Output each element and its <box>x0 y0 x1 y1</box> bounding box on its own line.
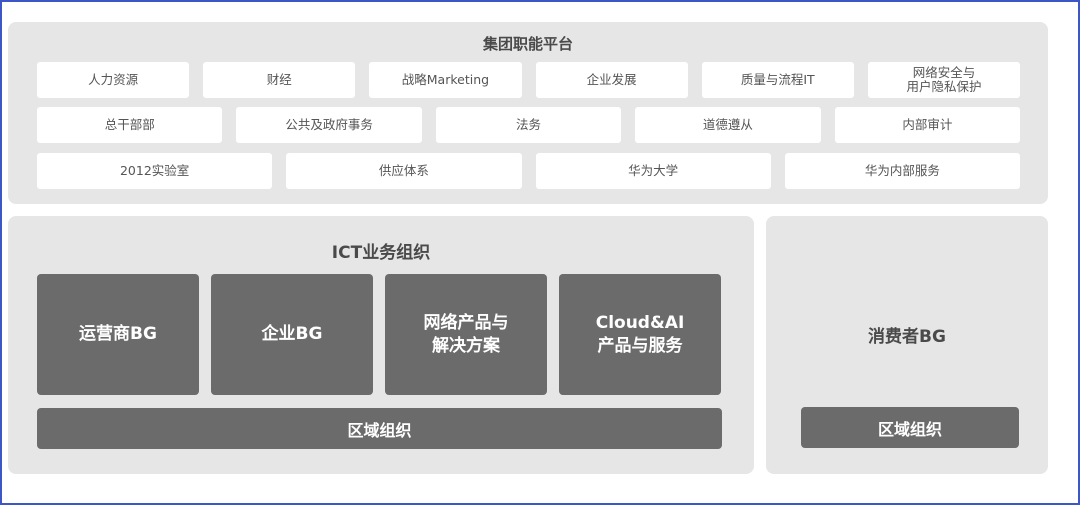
platform-cell: 质量与流程IT <box>701 62 854 98</box>
platform-title: 集团职能平台 <box>482 35 573 53</box>
platform-row-2: 总干部部 公共及政府事务 法务 道德遵从 内部审计 <box>37 107 1021 143</box>
platform-cell: 华为内部服务 <box>784 153 1020 189</box>
platform-cell: 战略Marketing <box>369 62 522 98</box>
consumer-region-bar: 区域组织 <box>801 407 1019 448</box>
platform-cell: 供应体系 <box>286 153 522 189</box>
consumer-title: 消费者BG <box>868 327 946 347</box>
bg-box-cloud-ai: Cloud&AI 产品与服务 <box>559 274 721 395</box>
platform-cell: 2012实验室 <box>37 153 273 189</box>
group-functional-platform-panel: 集团职能平台 人力资源 财经 战略Marketing 企业发展 质量与流程IT … <box>8 22 1048 204</box>
platform-cell: 企业发展 <box>535 62 688 98</box>
platform-cell: 内部审计 <box>834 107 1021 143</box>
platform-row-3: 2012实验室 供应体系 华为大学 华为内部服务 <box>37 153 1020 189</box>
platform-cell: 华为大学 <box>535 153 771 189</box>
platform-cell: 法务 <box>435 107 622 143</box>
ict-business-organization-panel: ICT业务组织 运营商BG 企业BG 网络产品与 解决方案 Cloud&AI 产… <box>8 216 754 474</box>
platform-cell: 总干部部 <box>37 107 223 143</box>
ict-region-bar: 区域组织 <box>37 408 722 449</box>
bg-box-network-products: 网络产品与 解决方案 <box>385 274 547 395</box>
platform-cell: 网络安全与 用户隐私保护 <box>867 62 1021 98</box>
platform-cell: 人力资源 <box>37 62 190 98</box>
bg-box-enterprise: 企业BG <box>211 274 373 395</box>
platform-cell: 道德遵从 <box>635 107 821 143</box>
consumer-bg-panel: 消费者BG 区域组织 <box>766 216 1048 474</box>
bg-box-carrier: 运营商BG <box>37 274 199 395</box>
platform-cell: 公共及政府事务 <box>236 107 422 143</box>
platform-row-1: 人力资源 财经 战略Marketing 企业发展 质量与流程IT 网络安全与 用… <box>37 62 1021 98</box>
platform-cell: 财经 <box>203 62 356 98</box>
ict-bg-row: 运营商BG 企业BG 网络产品与 解决方案 Cloud&AI 产品与服务 <box>37 274 721 395</box>
ict-title: ICT业务组织 <box>331 243 431 263</box>
